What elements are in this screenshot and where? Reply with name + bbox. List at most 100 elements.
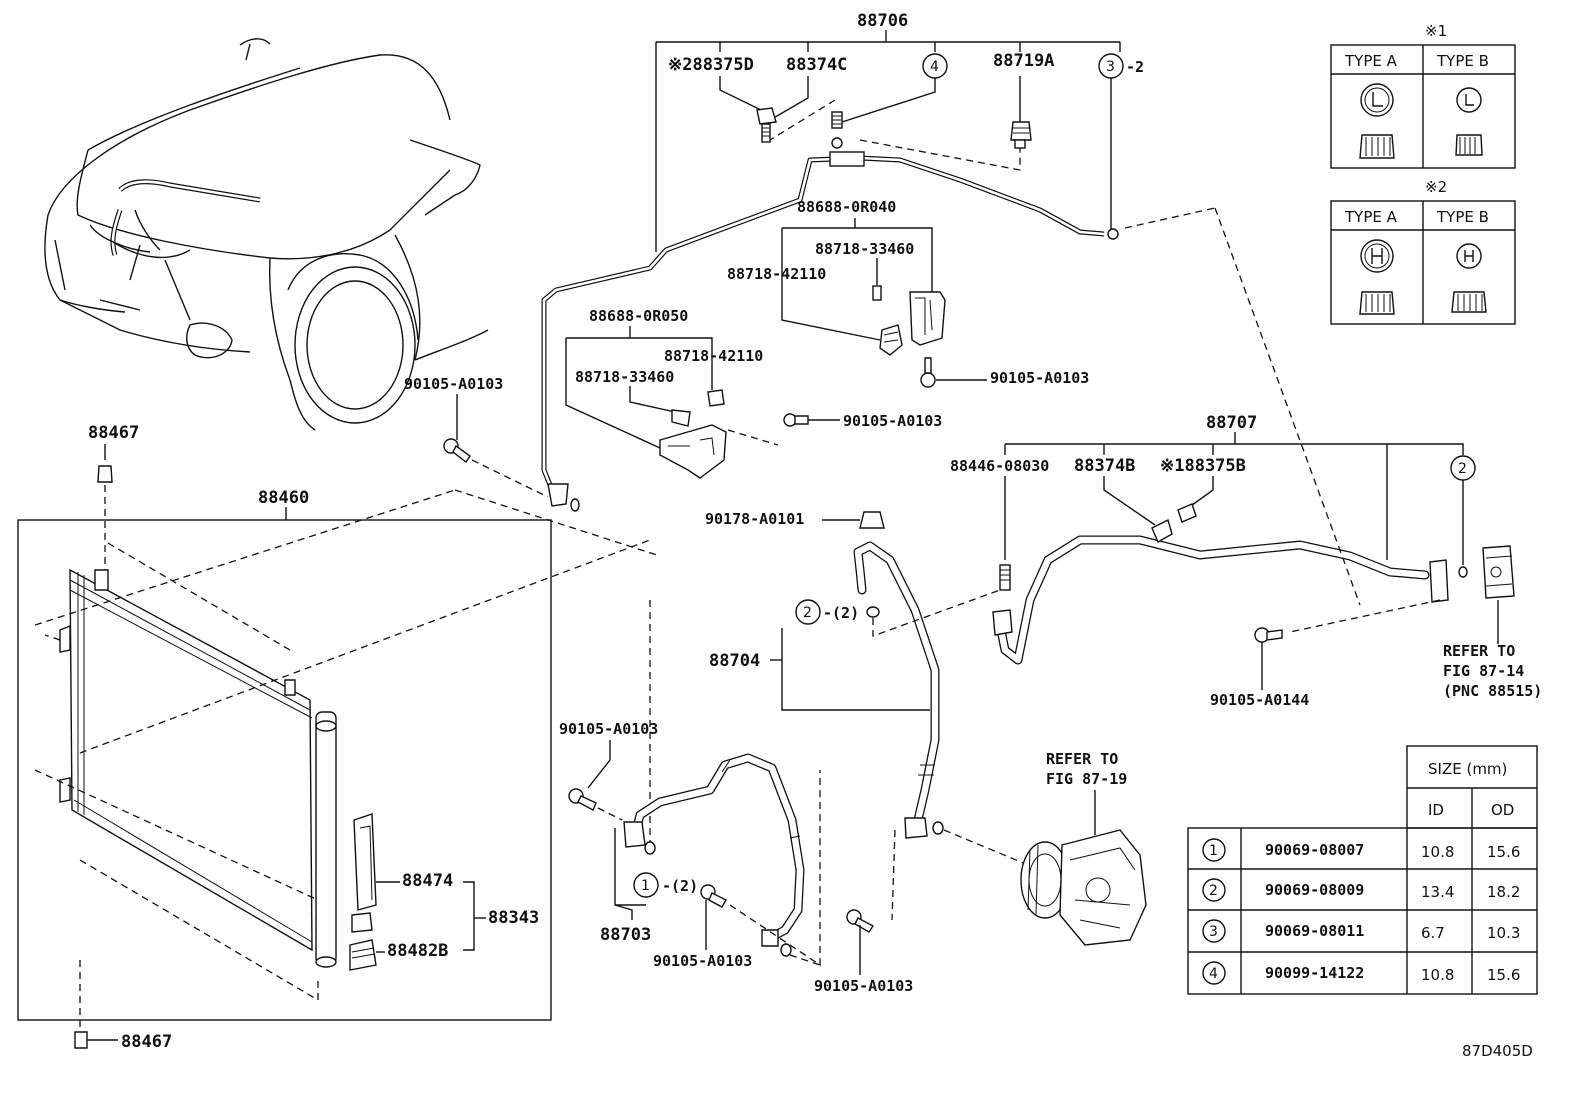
- label-88474: 88474: [402, 871, 453, 891]
- label-88374B: 88374B: [1074, 456, 1135, 476]
- size-row-3-key: 3: [1209, 924, 1218, 940]
- refer-87-14-line1: REFER TO: [1443, 642, 1515, 660]
- size-table-col-od: OD: [1491, 801, 1514, 819]
- label-88467-bottom: 88467: [121, 1032, 172, 1052]
- size-row-3: 3 90069-08011 6.7 10.3: [1202, 919, 1520, 943]
- type-table-1: ※1 TYPE A TYPE B: [1330, 22, 1516, 169]
- bracket-88688-0R040: 88688-0R040 88718-33460 88718-42110 9010…: [727, 198, 1089, 388]
- label-88482B: 88482B: [387, 941, 448, 961]
- condenser-frame: [17, 519, 552, 1021]
- cap-h-small-icon: [1451, 243, 1487, 313]
- label-1-qty: -(2): [662, 877, 698, 895]
- condenser-88460: 88467 88460 88: [17, 423, 661, 1052]
- label-88718-33460-b: 88718-33460: [575, 368, 674, 386]
- pipe-88707: 88707 88446-08030 88374B ※188375B 2 9010…: [950, 207, 1542, 709]
- label-90105-A0103-c: 90105-A0103: [404, 375, 503, 393]
- label-88718-42110-b: 88718-42110: [664, 347, 763, 365]
- label-88718-33460-a: 88718-33460: [815, 240, 914, 258]
- valve-core-icon: [761, 123, 771, 143]
- label-90105-A0103-d: 90105-A0103: [559, 720, 658, 738]
- type-table-1-title: ※1: [1425, 22, 1447, 40]
- label-88374C: 88374C: [786, 55, 847, 75]
- label-88343: 88343: [488, 908, 539, 928]
- circled-key-1: [633, 872, 659, 898]
- size-row-2-od: 18.2: [1487, 883, 1520, 901]
- label-88706: 88706: [857, 11, 908, 31]
- compressor: REFER TO FIG 87-19: [1020, 750, 1147, 946]
- label-88707: 88707: [1206, 413, 1257, 433]
- label-88718-42110-a: 88718-42110: [727, 265, 826, 283]
- size-row-4-od: 15.6: [1487, 966, 1520, 984]
- cap-88719A-icon: [1010, 121, 1032, 141]
- size-table-header: SIZE (mm): [1428, 760, 1507, 778]
- label-88688-0R040: 88688-0R040: [797, 198, 896, 216]
- refer-87-14-line3: (PNC 88515): [1443, 682, 1542, 700]
- size-row-2-part: 90069-08009: [1265, 881, 1364, 899]
- hose-88704: 90178-A0101 2 -(2) 88704 90105-A0103: [705, 510, 1041, 995]
- label-88375B: ※188375B: [1160, 456, 1246, 476]
- size-row-4-key: 4: [1209, 966, 1218, 982]
- size-row-1-id: 10.8: [1421, 843, 1454, 861]
- circle-label-3-top: 3: [1106, 59, 1115, 75]
- size-row-1-od: 15.6: [1487, 843, 1520, 861]
- label-90105-A0103-b: 90105-A0103: [843, 412, 942, 430]
- label-90178-A0101: 90178-A0101: [705, 510, 804, 528]
- size-row-2: 2 90069-08009 13.4 18.2: [1202, 878, 1520, 902]
- label-90105-A0103-e: 90105-A0103: [653, 952, 752, 970]
- type-table-2-title: ※2: [1425, 178, 1447, 196]
- cap-88375D-icon: [756, 107, 777, 125]
- pipe-88706: [541, 151, 1119, 512]
- label-88703: 88703: [600, 925, 651, 945]
- o-ring-size-table: SIZE (mm) ID OD 1 90069-08007 10.8 15.6 …: [1187, 745, 1538, 995]
- circle-label-2-mid: 2: [803, 605, 812, 621]
- type-table-1-col-a: TYPE A: [1344, 52, 1398, 70]
- group-88706-callouts: 88706 ※288375D 88374C 88719A 4 3 -2: [655, 11, 1144, 252]
- label-88375D: ※288375D: [668, 55, 754, 75]
- valve-caps-top: [756, 107, 1032, 171]
- hose-88703: 90105-A0103 1 -(2) 88703 90105-A0103: [559, 720, 821, 970]
- label-88467-top: 88467: [88, 423, 139, 443]
- label-3-qty: -2: [1126, 58, 1144, 76]
- label-88460: 88460: [258, 488, 309, 508]
- circle-label-2-right: 2: [1458, 461, 1467, 477]
- refer-87-14-line2: FIG 87-14: [1443, 662, 1524, 680]
- label-88688-0R050: 88688-0R050: [589, 307, 688, 325]
- type-table-2: ※2 TYPE A TYPE B: [1330, 178, 1516, 325]
- bolt-90105-A0103-c: 90105-A0103: [404, 375, 549, 498]
- size-row-2-id: 13.4: [1421, 883, 1454, 901]
- size-row-4-part: 90099-14122: [1265, 964, 1364, 982]
- size-row-3-od: 10.3: [1487, 924, 1520, 942]
- label-90105-A0144: 90105-A0144: [1210, 691, 1309, 709]
- bracket-88688-0R050: 88688-0R050 88718-42110 88718-33460 9010…: [565, 307, 942, 479]
- o-ring-4-icon: [831, 137, 843, 149]
- label-90105-A0103-f: 90105-A0103: [814, 977, 913, 995]
- circle-label-1: 1: [641, 878, 650, 894]
- size-row-1-part: 90069-08007: [1265, 841, 1364, 859]
- vehicle-outline: [44, 38, 489, 431]
- size-row-1-key: 1: [1209, 843, 1218, 859]
- size-row-1: 1 90069-08007 10.8 15.6: [1202, 838, 1520, 862]
- size-row-2-key: 2: [1209, 883, 1218, 899]
- type-table-2-col-b: TYPE B: [1436, 208, 1489, 226]
- label-88719A: 88719A: [993, 51, 1054, 71]
- cap-l-small-icon: [1455, 87, 1483, 156]
- label-88704: 88704: [709, 651, 760, 671]
- refer-87-19-line1: REFER TO: [1046, 750, 1118, 768]
- cap-h-large-icon: [1359, 239, 1395, 315]
- circle-label-4-top: 4: [930, 59, 939, 75]
- size-row-4: 4 90099-14122 10.8 15.6: [1202, 961, 1520, 985]
- refer-87-19-line2: FIG 87-19: [1046, 770, 1127, 788]
- size-table-col-id: ID: [1428, 801, 1444, 819]
- size-row-3-part: 90069-08011: [1265, 922, 1364, 940]
- size-row-3-id: 6.7: [1421, 924, 1445, 942]
- circled-key-2-mid: [795, 599, 821, 625]
- label-90105-A0103-a: 90105-A0103: [990, 369, 1089, 387]
- label-2-mid-qty: -(2): [823, 604, 859, 622]
- figure-code: 87D405D: [1462, 1042, 1533, 1060]
- size-row-4-id: 10.8: [1421, 966, 1454, 984]
- cap-l-large-icon: [1359, 83, 1395, 159]
- type-table-2-col-a: TYPE A: [1344, 208, 1398, 226]
- label-88446-08030: 88446-08030: [950, 457, 1049, 475]
- type-table-1-col-b: TYPE B: [1436, 52, 1489, 70]
